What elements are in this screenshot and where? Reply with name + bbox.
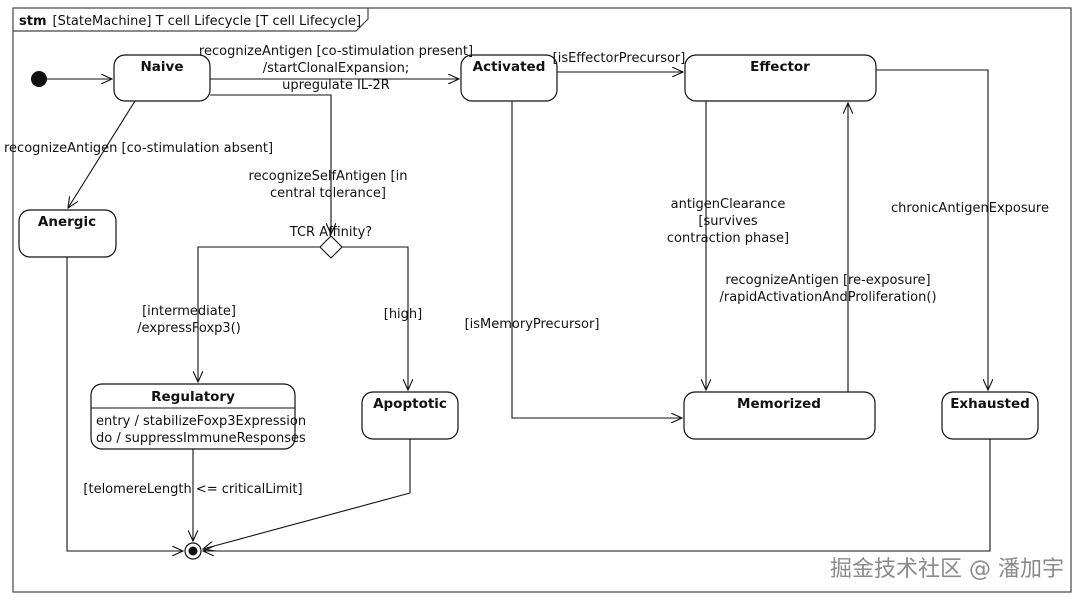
initial-node [31,71,47,87]
label-memorized-effector: recognizeAntigen [re-exposure] /rapidAct… [719,273,936,305]
state-memorized-name: Memorized [737,396,821,412]
edge-decision-regulatory [198,246,320,382]
label-effector-exhausted: chronicAntigenExposure [891,201,1049,216]
label-naive-activated-line1: recognizeAntigen [co-stimulation present… [199,44,473,59]
state-activated-name: Activated [473,59,546,75]
state-apoptotic: Apoptotic [361,391,459,440]
label-naive-activated-line3: upregulate IL-2R [282,78,390,93]
diagram-frame: stm [StateMachine] T cell Lifecycle [T ce… [12,7,1072,593]
state-apoptotic-name: Apoptotic [373,396,447,412]
label-decision-regulatory: [intermediate] /expressFoxp3() [137,304,241,336]
state-exhausted: Exhausted [941,391,1039,440]
state-naive: Naive [113,54,211,102]
decision-label: TCR Affinity? [289,225,372,240]
label-memorized-effector-line2: /rapidActivationAndProliferation() [719,290,936,305]
regulatory-entry-action: entry / stabilizeFoxp3Expression [96,414,306,429]
label-effector-memorized: antigenClearance [survives contraction p… [667,197,789,246]
state-memorized: Memorized [683,391,876,440]
state-activated: Activated [460,54,558,102]
state-regulatory: Regulatory entry / stabilizeFoxp3Express… [90,383,306,450]
label-naive-decision-line1: recognizeSelfAntigen [in [249,169,408,184]
label-decision-regulatory-line2: /expressFoxp3() [137,321,241,336]
label-effector-memorized-line2: [survives [698,214,757,229]
state-naive-name: Naive [141,59,184,75]
state-effector-name: Effector [750,59,810,75]
regulatory-do-activity: do / suppressImmuneResponses [96,431,306,446]
label-activated-effector: [isEffectorPrecursor] [553,51,686,66]
edge-decision-apoptotic [342,246,408,390]
edge-apoptotic-final [203,439,411,549]
label-memorized-effector-line1: recognizeAntigen [re-exposure] [725,273,930,288]
edge-effector-exhausted [876,69,988,390]
label-naive-activated-line2: /startClonalExpansion; [263,61,409,76]
edge-naive-anergic [68,100,136,208]
final-state [184,542,202,560]
label-naive-anergic: recognizeAntigen [co-stimulation absent] [4,141,273,156]
watermark: 掘金技术社区 @ 潘加宇 [830,557,1064,582]
edge-activated-memorized [511,101,682,418]
label-decision-apoptotic: [high] [384,307,423,322]
label-naive-activated: recognizeAntigen [co-stimulation present… [199,44,473,93]
label-activated-memorized: [isMemoryPrecursor] [465,317,600,332]
edge-naive-decision [210,94,331,234]
state-exhausted-name: Exhausted [950,396,1030,412]
edge-anergic-final [66,257,183,551]
frame-title: [StateMachine] T cell Lifecycle [T cell … [53,14,362,29]
state-anergic: Anergic [18,209,117,258]
frame-keyword: stm [19,14,47,29]
edge-exhausted-final [203,439,991,551]
label-decision-regulatory-line1: [intermediate] [142,304,236,319]
label-naive-decision: recognizeSelfAntigen [in central toleran… [249,169,408,201]
state-anergic-name: Anergic [38,214,96,230]
label-effector-memorized-line3: contraction phase] [667,231,789,246]
state-effector: Effector [684,54,877,102]
label-naive-decision-line2: central tolerance] [270,186,386,201]
decision-node [319,235,343,259]
state-regulatory-name: Regulatory [151,389,235,405]
svg-text:stm[StateMachine] T cell Lifec: stm [StateMachine] T cell Lifecycle [T ce… [19,14,361,29]
label-regulatory-final: [telomereLength <= criticalLimit] [83,482,302,497]
label-effector-memorized-line1: antigenClearance [671,197,786,212]
